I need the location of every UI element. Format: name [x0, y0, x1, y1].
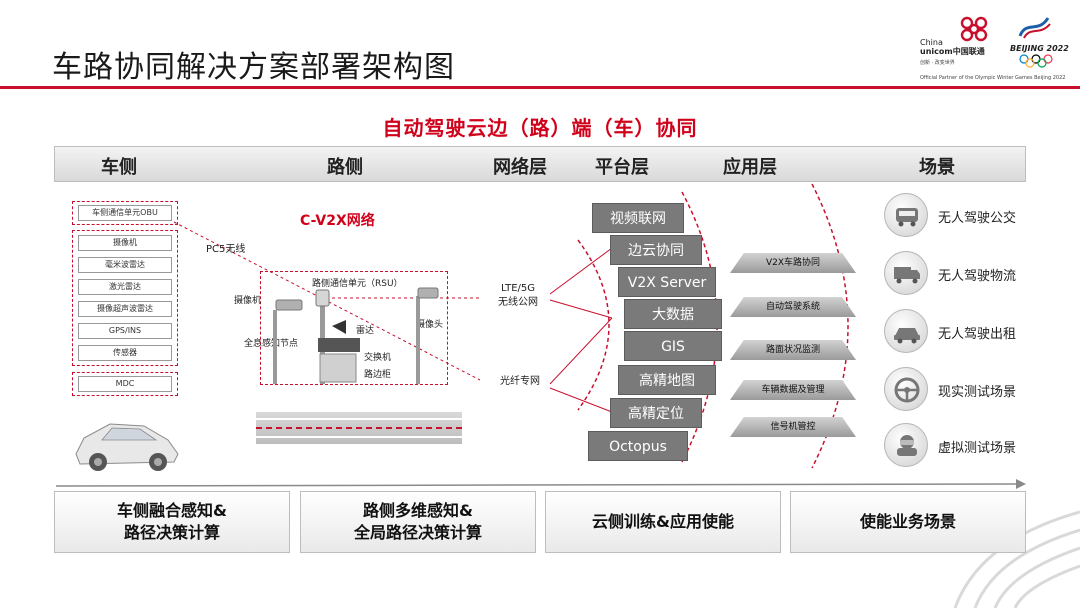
platform-edge-cloud: 边云协同 [610, 235, 702, 265]
brand-name-cn: unicom中国联通 [920, 47, 985, 56]
olympic-rings-icon [1019, 54, 1053, 68]
sensor-generic: 传感器 [78, 345, 172, 361]
column-header-application: 应用层 [723, 157, 777, 178]
bottom-box-roadside: 路侧多维感知& 全局路径决策计算 [300, 491, 536, 553]
bottom-box-cloud: 云侧训练&应用使能 [545, 491, 781, 553]
app-label: 路面状况监测 [765, 345, 820, 355]
scenario-label-logistics: 无人驾驶物流 [938, 269, 1017, 284]
bottom-box-scenario: 使能业务场景 [790, 491, 1026, 553]
vr-headset-icon [884, 423, 928, 467]
roadside-unit-box [260, 271, 448, 385]
fiber-private-network-label: 光纤专网 [500, 376, 540, 387]
radar-label: 雷达 [356, 326, 375, 336]
road-lane-line [256, 436, 462, 438]
scenario-label-virtual-test: 虚拟测试场景 [938, 441, 1017, 456]
roadside-camera-label: 摄像机 [234, 296, 262, 306]
app-vehicle-data: 车辆数据及管理 [730, 380, 856, 400]
column-header-vehicle: 车侧 [101, 157, 137, 178]
switch-label: 交换机 [364, 353, 392, 363]
app-road-monitoring: 路面状况监测 [730, 340, 856, 360]
platform-big-data: 大数据 [624, 299, 722, 329]
app-autonomous-driving: 自动驾驶系统 [730, 297, 856, 317]
brand-area: China unicom中国联通 创新 · 改变世界 BEIJING 2022 … [918, 14, 1069, 84]
sensor-lidar: 激光雷达 [78, 279, 172, 295]
obu-unit: 车侧通信单元OBU [78, 205, 172, 221]
sensor-ultrasonic: 摄像超声波雷达 [78, 301, 172, 317]
column-header-scenario: 场景 [919, 157, 955, 178]
china-unicom-logo-icon [960, 16, 988, 42]
mdc-unit: MDC [78, 376, 172, 392]
app-signal-control: 信号机管控 [730, 417, 856, 437]
cv2x-network-title: C-V2X网络 [300, 213, 375, 229]
platform-hd-positioning: 高精定位 [610, 398, 702, 428]
truck-icon [884, 251, 928, 295]
scenario-label-bus: 无人驾驶公交 [938, 211, 1017, 226]
app-shape [730, 417, 856, 437]
app-label: 信号机管控 [770, 422, 816, 432]
sensing-node-label: 全息感知节点 [244, 339, 299, 349]
section-title: 自动驾驶云边（路）端（车）协同 [382, 116, 698, 140]
page-title: 车路协同解决方案部署架构图 [52, 50, 455, 85]
road-lane-line [256, 418, 462, 420]
sensor-group-box [72, 230, 178, 366]
steering-wheel-icon [884, 367, 928, 411]
scenario-label-real-test: 现实测试场景 [938, 385, 1017, 400]
title-divider [0, 86, 1080, 89]
rsu-label: 路侧通信单元（RSU） [312, 279, 403, 289]
app-v2x-collaboration: V2X车路协同 [730, 253, 856, 273]
platform-v2x-server: V2X Server [618, 267, 716, 297]
column-header-platform: 平台层 [595, 157, 649, 178]
obu-box [72, 201, 178, 225]
sensor-camera: 摄像机 [78, 235, 172, 251]
car-icon [75, 423, 179, 471]
brand-name-en: China [920, 38, 943, 47]
platform-octopus: Octopus [588, 431, 688, 461]
wireless-public-network-label: LTE/5G 无线公网 [498, 283, 538, 308]
layer-header-bar: 车侧 路侧 网络层 平台层 应用层 场景 [54, 146, 1026, 182]
road-center-line [256, 427, 462, 429]
brand-tagline: 创新 · 改变世界 [920, 60, 955, 66]
pc5-wireless-label: PC5无线 [206, 244, 246, 255]
app-label: V2X车路协同 [765, 258, 821, 268]
mdc-box [72, 372, 178, 396]
app-shape [730, 253, 856, 273]
cabinet-label: 路边柜 [364, 370, 392, 380]
road-surface [256, 412, 462, 444]
platform-gis: GIS [624, 331, 722, 361]
column-header-network: 网络层 [493, 157, 547, 178]
platform-video-networking: 视频联网 [592, 203, 684, 233]
app-shape [730, 297, 856, 317]
scenario-label-taxi: 无人驾驶出租 [938, 327, 1017, 342]
app-label: 自动驾驶系统 [765, 302, 820, 312]
bottom-box-vehicle: 车侧融合感知& 路径决策计算 [54, 491, 290, 553]
olympic-emblem-icon [1018, 17, 1051, 39]
partner-note: Official Partner of the Olympic Winter G… [920, 75, 1066, 81]
bus-icon [884, 193, 928, 237]
column-header-roadside: 路侧 [327, 157, 363, 178]
taxi-icon [884, 309, 928, 353]
app-shape [730, 340, 856, 360]
roadside-camera-right-label: 摄像头 [416, 320, 444, 330]
roadside-equipment-icon [273, 287, 439, 384]
app-shape [730, 380, 856, 400]
platform-hd-map: 高精地图 [618, 365, 716, 395]
event-name: BEIJING 2022 [1010, 44, 1069, 53]
app-label: 车辆数据及管理 [761, 385, 825, 395]
sensor-gps-ins: GPS/INS [78, 323, 172, 339]
sensor-mmwave-radar: 毫米波雷达 [78, 257, 172, 273]
